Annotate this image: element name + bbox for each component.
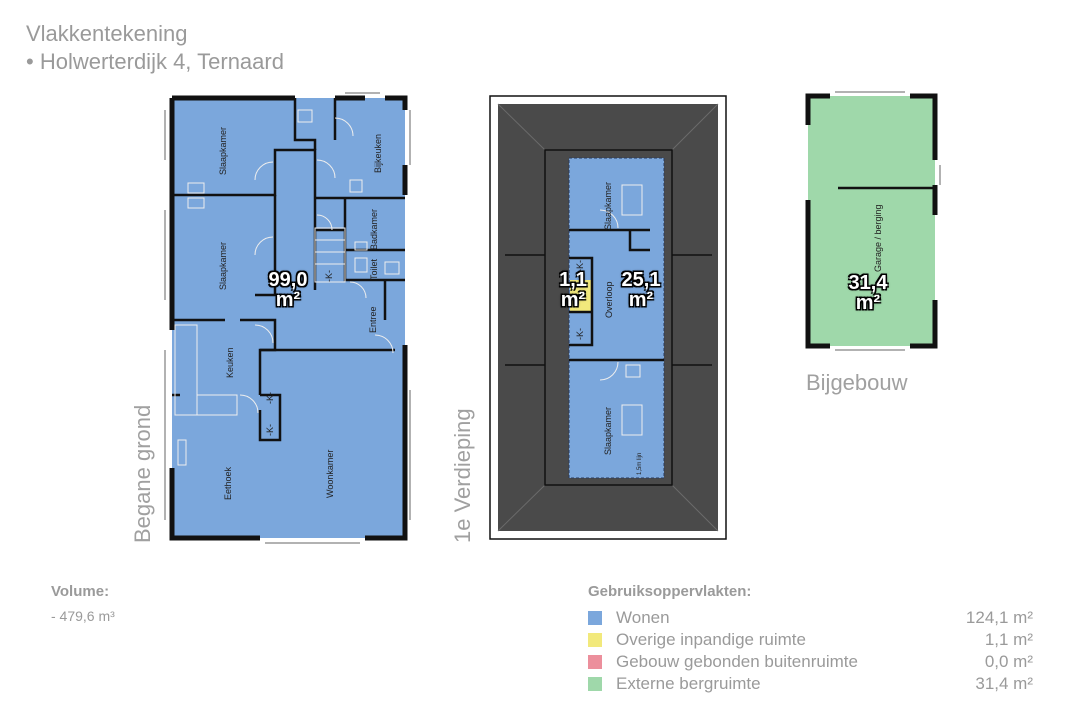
legend-row-wonen: Wonen 124,1 m² [588, 608, 1033, 628]
legend-row-extern: Externe bergruimte 31,4 m² [588, 674, 1033, 694]
first-floor-plan [489, 95, 727, 540]
annex-area: 31,4 m² [835, 273, 901, 313]
first-floor-small-area-unit: m² [560, 289, 586, 311]
ground-floor-plan [164, 92, 411, 544]
first-floor-area-unit: m² [628, 289, 654, 311]
ground-fixtures [187, 109, 400, 275]
room-entree: Entree [368, 306, 378, 333]
legend-value: 124,1 m² [965, 608, 1033, 627]
kast-label-1: -K- [324, 270, 334, 282]
room-bijkeuken: Bijkeuken [373, 133, 383, 173]
first-floor-overig-fill [570, 280, 592, 312]
height-line [568, 157, 665, 479]
room-slaapkamer-1: Slaapkamer [218, 126, 228, 175]
volume-label: Volume: [51, 583, 110, 600]
room-toilet: Toilet [369, 258, 379, 280]
first-floor-small-area: 1,1 m² [553, 270, 593, 310]
floor-label-annex: Bijgebouw [806, 370, 908, 395]
drawing-address: • Holwerterdijk 4, Ternaard [26, 49, 284, 74]
ground-kitchen-counter [174, 324, 238, 466]
legend-swatch [588, 655, 602, 669]
first-floor-fill [569, 158, 664, 478]
legend-label: Overige inpandige ruimte [616, 630, 806, 649]
floor-label-ground: Begane grond [130, 404, 155, 543]
legend-row-overig: Overige inpandige ruimte 1,1 m² [588, 630, 1033, 650]
floor-label-first: 1e Verdieping [450, 408, 475, 543]
legend-value: 0,0 m² [984, 652, 1033, 671]
ground-floor-area-unit: m² [275, 289, 301, 311]
height-line-label: 1,5m lijn [637, 452, 643, 475]
room-eethoek: Eethoek [223, 466, 233, 500]
room-slaapkamer-4: Slaapkamer [603, 406, 613, 455]
ground-windows [164, 92, 411, 544]
kast-label-2: -K- [265, 392, 275, 404]
legend-swatch [588, 677, 602, 691]
legend-value: 1,1 m² [984, 630, 1033, 649]
room-slaapkamer-3: Slaapkamer [603, 181, 613, 230]
legend-value: 31,4 m² [975, 674, 1033, 693]
roof-hips [497, 103, 719, 532]
room-badkamer: Badkamer [369, 208, 379, 250]
ground-stairs [314, 227, 346, 283]
legend-swatch [588, 633, 602, 647]
ground-floor-fill [172, 98, 405, 538]
ground-outer-walls [169, 95, 408, 541]
first-inner-walls [569, 228, 664, 362]
drawing-title-text: Vlakkentekening [26, 21, 188, 46]
ground-doors [239, 117, 394, 414]
annex-area-value: 31,4 [848, 272, 888, 294]
legend-label: Externe bergruimte [616, 674, 761, 693]
legend-label: Gebouw gebonden buitenruimte [616, 652, 858, 671]
first-floor-area-value: 25,1 [621, 269, 661, 291]
ground-floor-area: 99,0 m² [258, 270, 318, 310]
first-floor-area: 25,1 m² [612, 270, 670, 310]
drawing-title: Vlakkentekening • Holwerterdijk 4, Terna… [26, 20, 284, 76]
room-keuken: Keuken [225, 347, 235, 378]
room-woonkamer: Woonkamer [325, 449, 335, 498]
room-garage: Garage / berging [873, 204, 883, 272]
annex-walls [805, 93, 938, 349]
ground-floor-area-value: 99,0 [268, 269, 308, 291]
annex-area-unit: m² [855, 292, 881, 314]
first-floor-doors [599, 184, 643, 436]
room-slaapkamer-2: Slaapkamer [218, 241, 228, 290]
legend-row-buitenruimte: Gebouw gebonden buitenruimte 0,0 m² [588, 652, 1033, 672]
first-floor-small-area-value: 1,1 [559, 269, 587, 291]
volume-value: - 479,6 m³ [51, 608, 115, 624]
kast-label-3: -K- [265, 424, 275, 436]
legend-swatch [588, 611, 602, 625]
legend-label: Wonen [616, 608, 670, 627]
annex-plan [805, 91, 941, 351]
roof-outline [505, 149, 712, 486]
legend-title: Gebruiksoppervlakten: [588, 583, 752, 600]
annex-fill [808, 96, 935, 346]
annex-windows [835, 91, 941, 351]
kast-label-5: -K- [575, 328, 585, 340]
